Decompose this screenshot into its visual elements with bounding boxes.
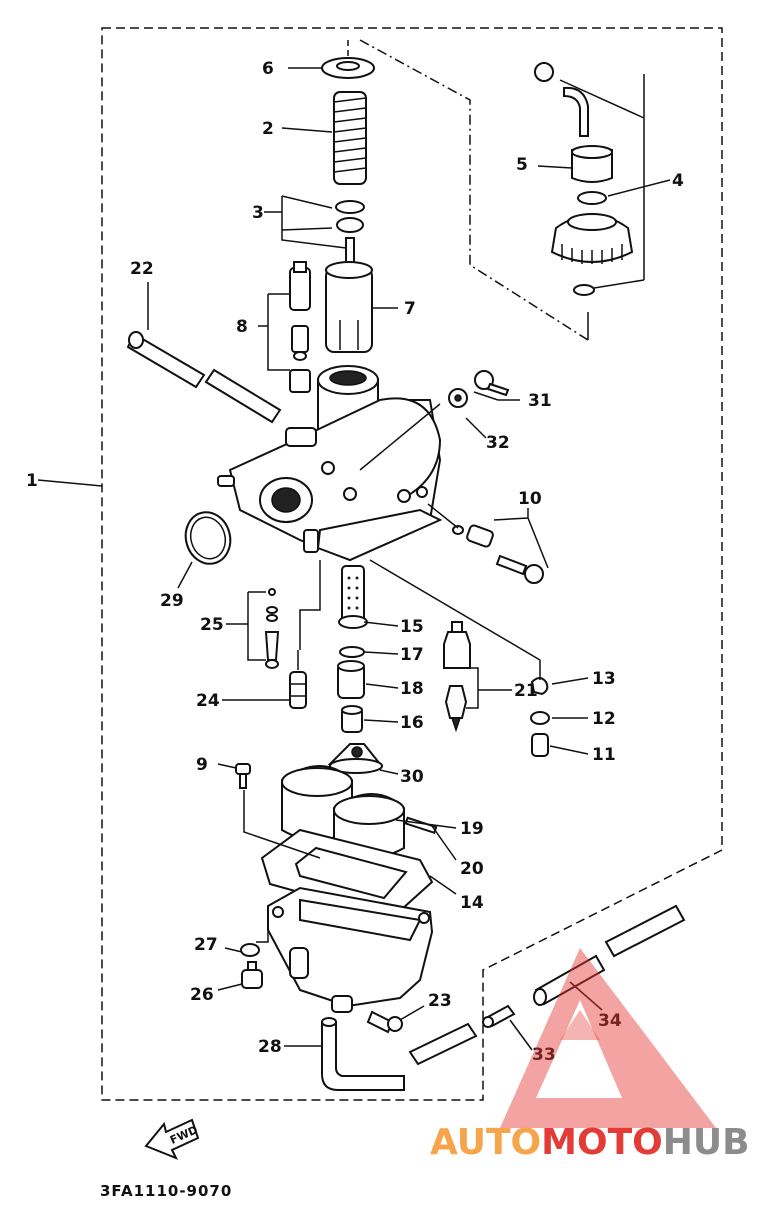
callout-11: 11 — [592, 745, 616, 765]
part-washer-32 — [448, 388, 468, 408]
fwd-arrow-icon: FWD — [144, 1118, 200, 1160]
part-screw-31 — [474, 370, 510, 397]
part-screw-26 — [241, 961, 263, 989]
callout-10: 10 — [518, 489, 542, 509]
part-o-ring-29 — [184, 511, 232, 565]
watermark-triangle-icon — [500, 948, 716, 1128]
callout-13: 13 — [592, 669, 616, 689]
callout-32: 32 — [486, 433, 510, 453]
part-screw-11 — [531, 733, 549, 757]
part-needle-jet-15 — [338, 565, 368, 629]
callout-2: 2 — [262, 119, 274, 139]
callout-7: 7 — [404, 299, 416, 319]
callout-21: 21 — [514, 681, 538, 701]
callout-1: 1 — [26, 471, 38, 491]
watermark-auto: AUTO — [430, 1122, 541, 1163]
part-throttle-screw-10 — [452, 524, 544, 584]
callout-23: 23 — [428, 991, 452, 1011]
part-cable-adjuster-4 — [534, 62, 634, 296]
watermark-moto: MOTO — [541, 1122, 663, 1163]
callout-34: 34 — [598, 1011, 622, 1031]
part-pilot-jet-25 — [264, 588, 280, 669]
callout-27: 27 — [194, 935, 218, 955]
part-plug-30 — [327, 743, 383, 774]
part-o-ring-17 — [339, 646, 365, 658]
callout-20: 20 — [460, 859, 484, 879]
assembly-boundary — [101, 27, 723, 1101]
callout-5: 5 — [516, 155, 528, 175]
callout-24: 24 — [196, 691, 220, 711]
callout-9: 9 — [196, 755, 208, 775]
part-tube-segment — [408, 1022, 478, 1066]
watermark-logo — [500, 948, 716, 1128]
part-fitting-33 — [482, 1004, 516, 1028]
callout-15: 15 — [400, 617, 424, 637]
callout-26: 26 — [190, 985, 214, 1005]
callout-3: 3 — [252, 203, 264, 223]
callout-28: 28 — [258, 1037, 282, 1057]
callout-4: 4 — [672, 171, 684, 191]
part-clip-3 — [335, 200, 365, 269]
callout-14: 14 — [460, 893, 484, 913]
callout-18: 18 — [400, 679, 424, 699]
part-needle-valve-21 — [443, 621, 471, 733]
callout-29: 29 — [160, 591, 184, 611]
part-main-jet-16 — [341, 705, 363, 733]
part-carburetor-body — [217, 365, 443, 562]
part-washer-6 — [321, 40, 375, 79]
part-clip-13 — [530, 677, 549, 696]
callout-6: 6 — [262, 59, 274, 79]
part-float-bowl — [267, 886, 434, 1013]
callout-25: 25 — [200, 615, 224, 635]
callout-33: 33 — [532, 1045, 556, 1065]
part-washer-12 — [530, 711, 550, 725]
callout-30: 30 — [400, 767, 424, 787]
watermark-text: AUTOMOTOHUB — [430, 1122, 750, 1163]
part-tube-22 — [126, 331, 282, 424]
part-tube-34 — [533, 904, 686, 1006]
part-washer-27 — [240, 943, 260, 957]
callout-19: 19 — [460, 819, 484, 839]
part-jet-holder-18 — [337, 660, 365, 699]
part-starter-jet-24 — [289, 671, 307, 709]
part-throttle-slide-7 — [325, 261, 373, 353]
part-drain-screw-23 — [366, 1010, 403, 1034]
callout-12: 12 — [592, 709, 616, 729]
part-screw-9 — [235, 763, 251, 789]
callout-8: 8 — [236, 317, 248, 337]
part-drain-tube-28 — [321, 1017, 405, 1091]
callout-16: 16 — [400, 713, 424, 733]
callout-22: 22 — [130, 259, 154, 279]
callout-17: 17 — [400, 645, 424, 665]
part-spring-2 — [333, 91, 367, 185]
callout-31: 31 — [528, 391, 552, 411]
watermark-hub: HUB — [663, 1122, 750, 1163]
diagram-code: 3FA1110-9070 — [100, 1182, 232, 1200]
part-pilot-screw-8 — [289, 261, 311, 393]
